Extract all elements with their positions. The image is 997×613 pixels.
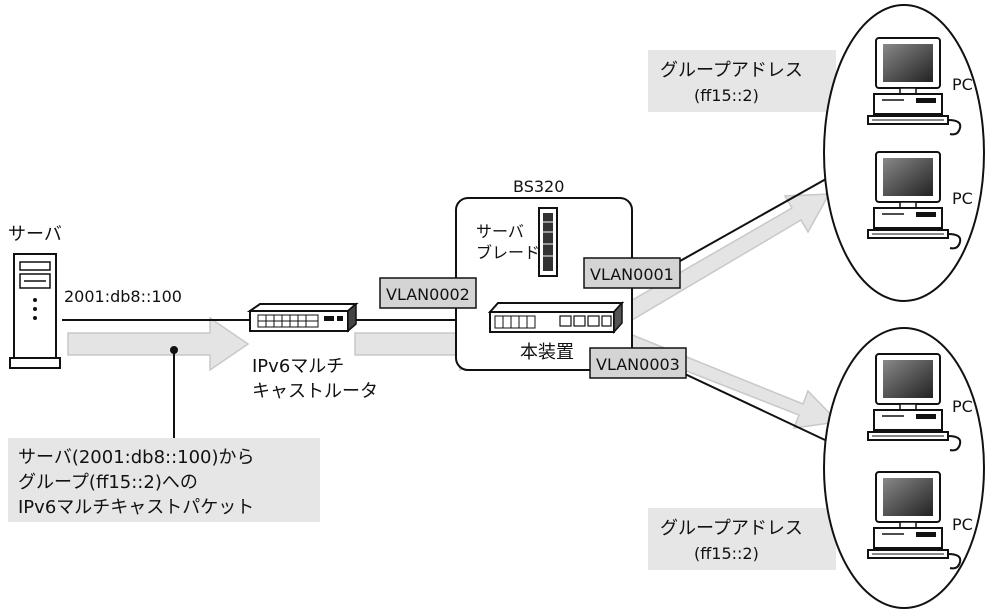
pc-label: PC [952, 515, 973, 534]
device-label: 本装置 [520, 342, 574, 363]
vlan0001-tag: VLAN0001 [583, 257, 681, 289]
server-label: サーバ [8, 224, 62, 245]
blade-label-line1: サーバ [476, 222, 524, 241]
note-pointer-dot [170, 346, 178, 354]
server-icon [9, 253, 61, 369]
group-bottom-line1: グループアドレス [660, 518, 803, 539]
flow-arrow-switch-to-top-pcs [620, 193, 831, 321]
pc-group-bottom [823, 327, 985, 609]
router-label-line1: IPv6マルチ [252, 356, 344, 377]
packet-note-line3: IPv6マルチキャストパケット [18, 497, 254, 518]
group-bottom-line2: (ff15::2) [694, 544, 759, 563]
vlan0002-label: VLAN0002 [386, 285, 470, 304]
chassis-label: BS320 [513, 177, 564, 196]
server-blade-icon [538, 207, 558, 277]
group-address-bottom: グループアドレス (ff15::2) [648, 508, 836, 570]
flow-arrow-server-to-router [67, 316, 250, 372]
vlan0001-label: VLAN0001 [590, 265, 674, 284]
group-address-top: グループアドレス (ff15::2) [648, 50, 836, 112]
pc-label: PC [952, 397, 973, 416]
group-top-line1: グループアドレス [660, 60, 803, 81]
packet-note-box: サーバ(2001:db8::100)から グループ(ff15::2)への IPv… [8, 438, 320, 522]
packet-note-line1: サーバ(2001:db8::100)から [18, 447, 255, 468]
vlan0003-label: VLAN0003 [596, 355, 680, 374]
server-address: 2001:db8::100 [64, 287, 182, 306]
blade-label-line2: ブレード [476, 243, 540, 262]
vlan0002-tag: VLAN0002 [379, 277, 477, 309]
vlan0003-tag: VLAN0003 [589, 347, 687, 379]
router-label-line2: キャストルータ [252, 381, 378, 402]
pc-label: PC [952, 75, 973, 94]
packet-note-line2: グループ(ff15::2)への [18, 472, 198, 493]
router-icon [246, 302, 359, 333]
switch-module-icon [487, 301, 625, 334]
group-top-line2: (ff15::2) [694, 86, 759, 105]
flow-arrow-switch-to-bottom-pcs [614, 329, 840, 429]
pc-label: PC [952, 189, 973, 208]
